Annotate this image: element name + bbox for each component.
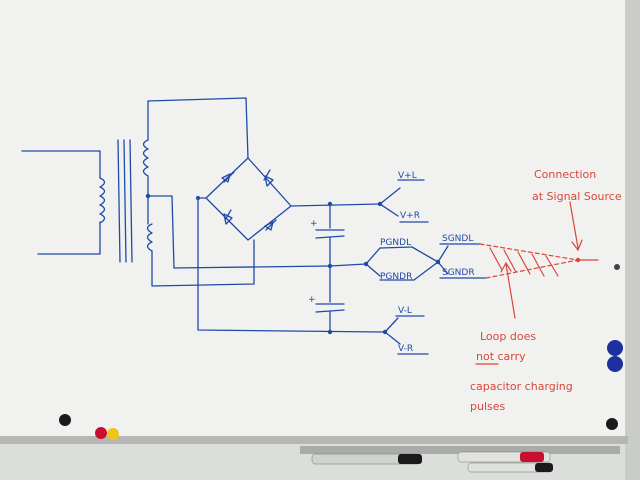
label-plus-top: + bbox=[310, 219, 318, 229]
node-bridge-left bbox=[196, 196, 200, 200]
note-loop-line3: capacitor charging bbox=[470, 380, 573, 393]
secondary-bottom-wire bbox=[151, 239, 255, 287]
primary-wire-top bbox=[21, 150, 101, 179]
label-sgndl: SGNDL bbox=[442, 234, 473, 244]
node-negative bbox=[327, 329, 333, 335]
note-loop-line2: not carry bbox=[476, 350, 526, 363]
note-connection-line2: at Signal Source bbox=[532, 190, 622, 203]
node-negative-fork bbox=[382, 329, 388, 335]
core-line-1 bbox=[117, 139, 121, 263]
diode-4 bbox=[264, 219, 277, 231]
primary-wire-bottom bbox=[37, 221, 101, 255]
diode-3 bbox=[223, 209, 233, 225]
negative-rail bbox=[197, 197, 386, 333]
negative-fork bbox=[384, 317, 401, 345]
connection-point bbox=[575, 257, 581, 263]
secondary-top-wire bbox=[147, 97, 249, 159]
board-frame-right bbox=[625, 0, 640, 480]
diode-1 bbox=[221, 171, 235, 183]
red-magnet bbox=[95, 427, 107, 439]
label-v-minus-r: V-R bbox=[398, 344, 413, 354]
label-sgndr: SGNDR bbox=[442, 268, 475, 278]
board-pin bbox=[614, 264, 620, 270]
circuit-nodes bbox=[145, 193, 441, 335]
bridge-rectifier bbox=[205, 157, 292, 241]
blue-magnet bbox=[607, 340, 623, 356]
label-plus-bottom: + bbox=[308, 295, 316, 305]
positive-fork bbox=[379, 187, 401, 217]
label-pgndl: PGNDL bbox=[380, 238, 411, 248]
black-magnet-2 bbox=[606, 418, 618, 430]
negative-underlines bbox=[395, 315, 429, 355]
label-v-minus-l: V-L bbox=[398, 306, 412, 316]
capacitor-top bbox=[315, 203, 345, 267]
label-v-plus-r: V+R bbox=[400, 211, 420, 221]
core-line-2 bbox=[123, 139, 127, 263]
label-pgndr: PGNDR bbox=[380, 272, 412, 282]
note-loop-line4: pulses bbox=[470, 400, 506, 413]
positive-rail bbox=[290, 203, 381, 207]
sgnd-underlines bbox=[439, 243, 487, 279]
pgnd-rail bbox=[329, 263, 367, 267]
board-frame-bottom bbox=[0, 436, 628, 444]
pgnd-fork bbox=[365, 247, 381, 277]
capacitor-bottom bbox=[315, 265, 345, 333]
core-line-3 bbox=[129, 139, 133, 263]
node-sgnd bbox=[435, 259, 441, 265]
marker-tray bbox=[300, 446, 620, 454]
blue-magnet-2 bbox=[607, 356, 623, 372]
positive-underlines bbox=[397, 179, 429, 223]
marker-cap-black bbox=[398, 454, 422, 464]
black-magnet bbox=[59, 414, 71, 426]
marker-cap-red bbox=[520, 452, 544, 462]
marker-cap-dark bbox=[535, 463, 553, 472]
secondary-coil-bottom bbox=[146, 223, 153, 252]
center-tap-to-ground bbox=[147, 195, 331, 269]
label-v-plus-l: V+L bbox=[398, 171, 417, 181]
loop-arrow bbox=[500, 261, 516, 319]
connection-arrow bbox=[569, 201, 583, 252]
node-positive bbox=[327, 201, 333, 207]
diode-2 bbox=[263, 169, 274, 187]
note-connection-line1: Connection bbox=[534, 168, 596, 181]
node-ground bbox=[327, 263, 333, 269]
pgnd-underlines bbox=[379, 246, 415, 281]
loop-hatching bbox=[489, 247, 559, 277]
node-center-tap bbox=[145, 193, 151, 199]
yellow-magnet bbox=[107, 428, 119, 440]
node-positive-fork bbox=[377, 201, 383, 207]
secondary-coil-top bbox=[142, 139, 149, 177]
node-pgnd-fork bbox=[363, 261, 369, 267]
note-loop-line1: Loop does bbox=[480, 330, 536, 343]
primary-coil bbox=[99, 177, 106, 224]
sgnd-fork bbox=[437, 245, 449, 275]
